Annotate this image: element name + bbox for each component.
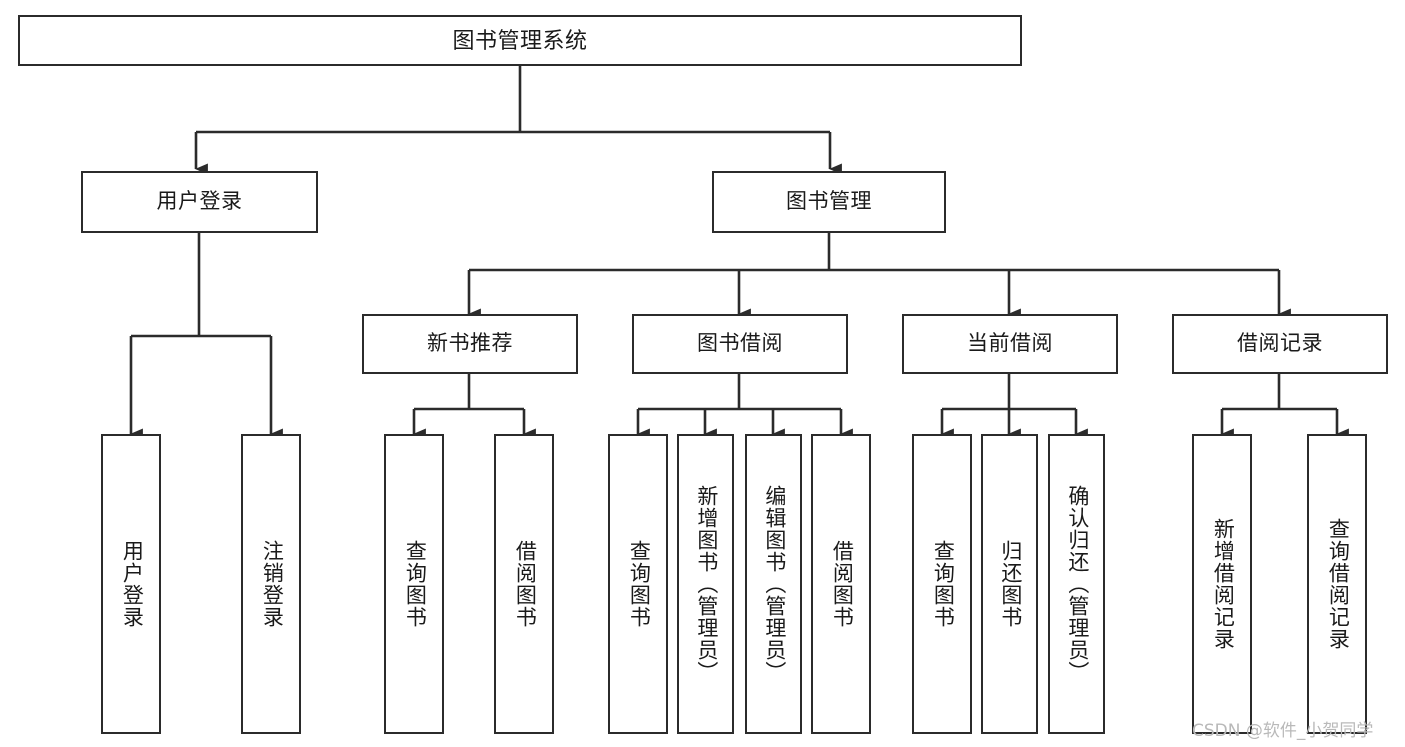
- node-borrow-record[interactable]: 借阅记录: [1172, 314, 1388, 374]
- node-leaf-add-book-admin[interactable]: 新增图书（管理员）: [677, 434, 734, 734]
- node-leaf-query-book-current-label: 查询图书: [931, 540, 955, 628]
- node-book-borrow[interactable]: 图书借阅: [632, 314, 848, 374]
- node-leaf-borrow-book[interactable]: 借阅图书: [811, 434, 871, 734]
- node-leaf-logout-label: 注销登录: [260, 540, 284, 628]
- node-leaf-borrow-book-label: 借阅图书: [830, 540, 854, 628]
- node-leaf-borrow-book-recommend[interactable]: 借阅图书: [494, 434, 554, 734]
- node-root[interactable]: 图书管理系统: [18, 15, 1022, 66]
- node-leaf-add-borrow-record-label: 新增借阅记录: [1211, 518, 1235, 650]
- node-new-book-recommend-label: 新书推荐: [427, 331, 513, 355]
- node-current-borrow[interactable]: 当前借阅: [902, 314, 1118, 374]
- node-new-book-recommend[interactable]: 新书推荐: [362, 314, 578, 374]
- node-leaf-logout[interactable]: 注销登录: [241, 434, 301, 734]
- node-leaf-query-book-borrow-label: 查询图书: [627, 540, 651, 628]
- node-leaf-query-borrow-record-label: 查询借阅记录: [1326, 518, 1350, 650]
- node-user-login-label: 用户登录: [156, 189, 243, 213]
- csdn-watermark: CSDN @软件_小贺同学: [1192, 721, 1374, 741]
- node-leaf-confirm-return-admin-label: 确认归还（管理员）: [1065, 485, 1089, 683]
- node-leaf-return-book-label: 归还图书: [998, 540, 1022, 628]
- node-leaf-return-book[interactable]: 归还图书: [981, 434, 1038, 734]
- node-root-label: 图书管理系统: [452, 27, 588, 53]
- node-book-management[interactable]: 图书管理: [712, 171, 946, 233]
- node-borrow-record-label: 借阅记录: [1237, 331, 1323, 355]
- node-leaf-add-borrow-record[interactable]: 新增借阅记录: [1192, 434, 1252, 734]
- node-leaf-query-borrow-record[interactable]: 查询借阅记录: [1307, 434, 1367, 734]
- node-leaf-user-login[interactable]: 用户登录: [101, 434, 161, 734]
- node-leaf-user-login-label: 用户登录: [120, 540, 144, 628]
- node-user-login[interactable]: 用户登录: [81, 171, 318, 233]
- node-leaf-edit-book-admin-label: 编辑图书（管理员）: [762, 485, 786, 683]
- node-leaf-query-book-recommend[interactable]: 查询图书: [384, 434, 444, 734]
- node-leaf-query-book-current[interactable]: 查询图书: [912, 434, 972, 734]
- node-leaf-edit-book-admin[interactable]: 编辑图书（管理员）: [745, 434, 802, 734]
- node-leaf-confirm-return-admin[interactable]: 确认归还（管理员）: [1048, 434, 1105, 734]
- node-book-management-label: 图书管理: [786, 189, 872, 213]
- node-leaf-query-book-borrow[interactable]: 查询图书: [608, 434, 668, 734]
- node-leaf-query-book-recommend-label: 查询图书: [403, 540, 427, 628]
- node-leaf-borrow-book-recommend-label: 借阅图书: [513, 540, 537, 628]
- node-leaf-add-book-admin-label: 新增图书（管理员）: [694, 485, 718, 683]
- node-current-borrow-label: 当前借阅: [967, 331, 1053, 355]
- node-book-borrow-label: 图书借阅: [697, 331, 783, 355]
